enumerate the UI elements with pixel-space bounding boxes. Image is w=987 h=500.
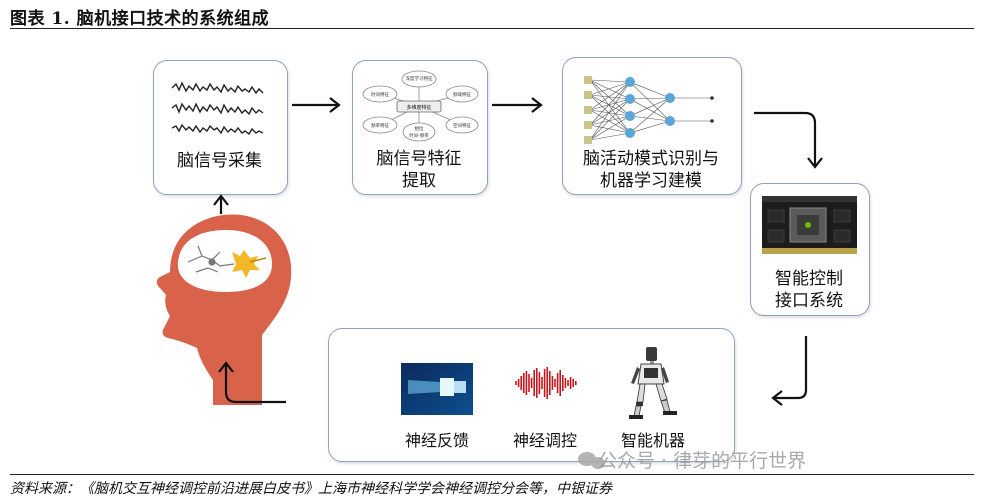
figure-title: 图表 1. 脑机接口技术的系统组成 [10, 9, 270, 29]
outputs-box [328, 328, 735, 462]
output-label-smart-machine: 智能机器 [620, 431, 685, 450]
nn-output-node [710, 119, 714, 123]
feature-node-label-1: 时间特征 [371, 91, 389, 98]
acquisition-label: 脑信号采集 [177, 151, 262, 171]
feature-node [362, 85, 398, 103]
output-label-neurofeedback: 神经反馈 [404, 431, 469, 450]
feature-node-label-6: 时间-频率 [409, 132, 429, 139]
source-note: 资料来源：《脑机交互神经调控前沿进展白皮书》上海市神经科学学会神经调控分会等，中… [10, 481, 612, 497]
feature-node [362, 116, 398, 134]
feature-label-line1: 脑信号特征 [376, 149, 462, 169]
nn-hidden-node [665, 93, 675, 103]
bottom-rule [10, 474, 974, 475]
nn-hidden-node [665, 116, 675, 126]
feature-node-label-3: 频率特征 [371, 122, 389, 129]
eeg-waves-icon [171, 81, 264, 136]
arrow-feature-to-model [492, 97, 543, 113]
neuromodulation-waveform-icon [515, 367, 577, 399]
feature-node-label-2: 频域特征 [453, 91, 471, 98]
arrow-head-to-acq [213, 194, 229, 214]
feature-node [401, 70, 437, 88]
watermark-text: 公众号 · 律芽的平行世界 [598, 450, 807, 472]
modeling-label-line1: 脑活动模式识别与 [583, 149, 719, 169]
output-label-neuromodulation: 神经调控 [512, 431, 577, 450]
nn-hidden-node [625, 77, 635, 87]
nn-input-node [584, 76, 592, 84]
nn-input-node [584, 136, 592, 144]
feature-label-line2: 提取 [402, 171, 436, 191]
chip-board-icon [762, 196, 857, 254]
nn-hidden-node [625, 128, 635, 138]
feature-map-diagram [362, 70, 479, 142]
neural-network-nodes [584, 76, 714, 144]
top-rule [10, 28, 974, 29]
nn-hidden-node [625, 111, 635, 121]
interface-label-line2: 接口系统 [775, 291, 843, 311]
flow-arrows [213, 97, 823, 406]
arrow-interface-to-outputs [771, 336, 808, 406]
feature-node [445, 85, 479, 103]
nn-input-node [584, 106, 592, 114]
arrow-acq-to-feature [292, 97, 341, 113]
nn-hidden-node [625, 94, 635, 104]
feature-node-label-4: 空间特征 [453, 122, 471, 129]
neural-network-icon [589, 79, 712, 141]
modeling-label-line2: 机器学习建模 [600, 171, 702, 191]
feature-node [402, 122, 436, 142]
nn-input-node [584, 91, 592, 99]
arrow-model-to-interface [754, 111, 823, 169]
feature-node-label-0: 深度学习特征 [406, 75, 433, 82]
neurofeedback-image-icon [401, 363, 473, 415]
arrow-outputs-to-head [218, 361, 286, 404]
feature-node-label-5: 相位 [415, 125, 424, 132]
feature-center-label: 多维度特征 [406, 104, 431, 111]
wechat-watermark-icon [578, 452, 605, 469]
head-silhouette-icon [156, 214, 292, 405]
nn-input-node [584, 121, 592, 129]
acquisition-box [153, 60, 288, 195]
feature-center [396, 100, 442, 113]
nn-output-node [710, 96, 714, 100]
feature-node [445, 116, 479, 134]
interface-label-line1: 智能控制 [775, 269, 843, 289]
exoskeleton-robot-icon [629, 347, 677, 419]
